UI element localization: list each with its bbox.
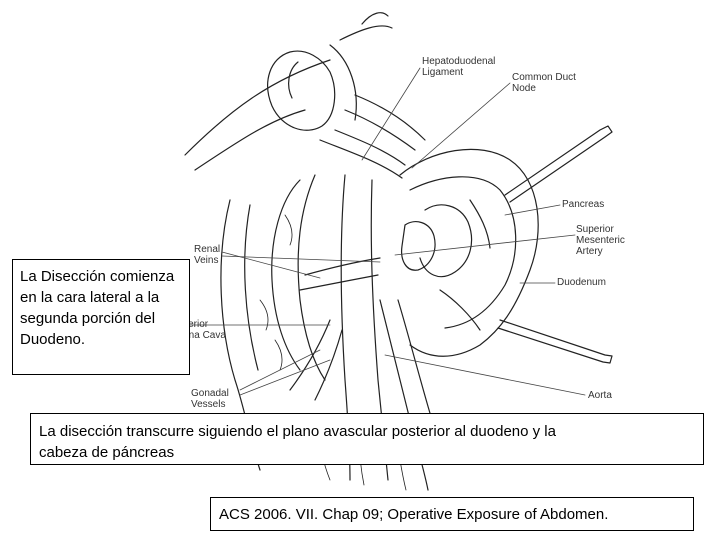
label-line: Vessels: [191, 399, 226, 410]
duodenum-outline: [399, 148, 539, 357]
label-line: Inferior: [177, 319, 209, 330]
label-line: Pancreas: [562, 199, 605, 210]
caption-line: cabeza de páncreas: [39, 444, 175, 461]
gallbladder: [267, 50, 336, 131]
label-line: Hepatoduodenal: [422, 56, 496, 67]
lower-retractor: [497, 319, 613, 364]
left-contour: [184, 59, 331, 156]
label-pancreas: Pancreas: [562, 199, 604, 210]
reference-citation: ACS 2006. VII. Chap 09; Operative Exposu…: [210, 497, 694, 531]
caption-box-plane: La disección transcurre siguiendo el pla…: [30, 413, 704, 465]
label-line: Aorta: [588, 390, 612, 401]
label-line: Renal: [194, 244, 221, 255]
label-line: Node: [512, 83, 536, 94]
citation-text: ACS 2006. VII. Chap 09; Operative Exposu…: [219, 506, 609, 523]
label-line: Common Duct: [512, 72, 576, 83]
label-line: Veins: [194, 255, 219, 266]
label-line: Duodenum: [557, 277, 606, 288]
label-line: Mesenteric: [576, 235, 625, 246]
gonadal-vessels: [289, 319, 343, 401]
upper-retractor: [504, 125, 613, 203]
caption-box-start: La Disección comienza en la cara lateral…: [12, 259, 190, 375]
caption-line: La disección transcurre siguiendo el pla…: [39, 423, 556, 440]
label-line: Artery: [576, 246, 603, 257]
left-kidney: [271, 179, 301, 371]
label-line: Superior: [576, 224, 614, 235]
caption-line: en la cara lateral a la: [20, 289, 160, 306]
label-line: Ligament: [422, 67, 464, 78]
caption-line: Duodeno.: [20, 331, 86, 348]
label-duodenum: Duodenum: [557, 277, 606, 288]
label-renal-veins: Renal Veins: [194, 244, 220, 266]
label-inferior-vena-cava: Inferior Vena Cava: [177, 319, 226, 341]
label-gonadal-vessels: Gonadal Vessels: [191, 388, 229, 410]
label-superior-mesenteric-artery: Superior Mesenteric Artery: [576, 224, 625, 257]
label-line: Gonadal: [191, 388, 229, 399]
label-hepatoduodenal-ligament: Hepatoduodenal Ligament: [422, 56, 495, 78]
caption-line: La Disección comienza: [20, 268, 175, 285]
label-aorta: Aorta: [588, 390, 612, 401]
label-line: Vena Cava: [177, 330, 226, 341]
label-common-duct-node: Common Duct Node: [512, 72, 576, 94]
caption-line: segunda porción del: [20, 310, 156, 327]
